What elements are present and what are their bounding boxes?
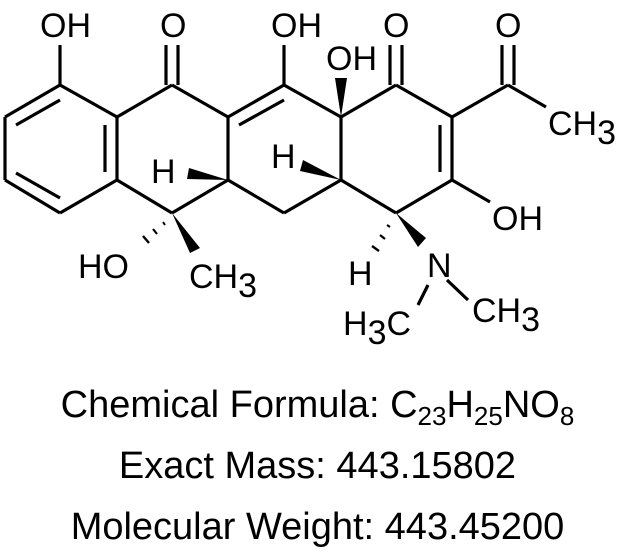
- bond-double-inner: [238, 98, 285, 127]
- formula-subscript: 25: [473, 401, 503, 431]
- bond: [340, 83, 397, 119]
- molecular-weight: Molecular Weight: 443.45200: [0, 508, 635, 546]
- atom-label-o: O: [495, 7, 521, 45]
- ring-b: [116, 45, 230, 253]
- exact-mass-label: Exact Mass:: [118, 445, 337, 487]
- formula-label: Chemical Formula:: [60, 384, 391, 426]
- bond-n-methyl: [445, 278, 470, 302]
- bond: [283, 178, 342, 215]
- bond-double-inner: [15, 98, 61, 127]
- exact-mass: Exact Mass: 443.15802: [0, 447, 635, 485]
- exact-mass-value: 443.15802: [336, 445, 517, 487]
- wedge-bond-h: [187, 168, 228, 180]
- atom-label-oh: OH: [271, 7, 322, 45]
- bond: [395, 83, 453, 119]
- formula-subscript: 23: [417, 401, 447, 431]
- atom-label-ch3: CH3: [189, 258, 257, 305]
- atom-label-n: N: [427, 247, 452, 285]
- bond: [227, 83, 285, 119]
- atom-label-o: O: [383, 7, 409, 45]
- bond: [171, 178, 229, 215]
- atom-label-oh: OH: [326, 40, 377, 78]
- hashed-bond-h: [371, 224, 391, 252]
- bond-oh: [451, 178, 491, 204]
- bond: [227, 178, 285, 215]
- atom-label-ho: HO: [78, 248, 129, 286]
- bond: [395, 178, 453, 215]
- bond: [4, 178, 61, 215]
- bond: [4, 83, 61, 119]
- wedge-bond-n: [396, 213, 426, 247]
- atom-label-h: H: [151, 153, 176, 191]
- molecular-weight-value: 443.45200: [384, 506, 565, 548]
- formula-value: C23H25NO8: [390, 384, 574, 429]
- ring-c: [227, 45, 347, 215]
- ring-d: [340, 45, 547, 306]
- bond: [116, 178, 173, 215]
- formula-element: NO: [502, 384, 560, 426]
- chemical-structure: OH O OH OH O O CH3 OH H H HO CH3 H N H3C…: [3, 7, 616, 352]
- formula-subscript: 8: [559, 401, 575, 431]
- wedge-bond-oh: [335, 78, 347, 117]
- hashed-bond-ho: [142, 221, 166, 244]
- atom-label-h: H: [348, 255, 373, 293]
- atom-label-h3c: H3C: [343, 305, 411, 352]
- atom-label-ch3: CH3: [472, 292, 540, 339]
- wedge-bond-ch3: [172, 213, 200, 253]
- bond: [59, 83, 118, 119]
- molecular-weight-label: Molecular Weight:: [70, 506, 385, 548]
- ring-a: [3, 45, 119, 215]
- bond-n-methyl: [416, 284, 430, 306]
- atom-label-ch3: CH3: [548, 105, 616, 152]
- wedge-bond-h: [300, 160, 341, 180]
- bond: [507, 83, 547, 109]
- formula-element: H: [446, 384, 474, 426]
- bond: [340, 178, 397, 215]
- bond: [59, 178, 118, 215]
- atom-label-h: H: [271, 138, 296, 176]
- bond: [451, 83, 509, 119]
- formula-element: C: [390, 384, 418, 426]
- bond: [283, 83, 342, 119]
- atom-label-oh: OH: [40, 7, 91, 45]
- bond: [116, 83, 173, 119]
- chemical-formula: Chemical Formula: C23H25NO8: [0, 384, 635, 429]
- atom-label-oh: OH: [492, 200, 543, 238]
- bond: [171, 83, 229, 119]
- atom-label-o: O: [160, 7, 186, 45]
- bond-double-inner: [15, 171, 61, 200]
